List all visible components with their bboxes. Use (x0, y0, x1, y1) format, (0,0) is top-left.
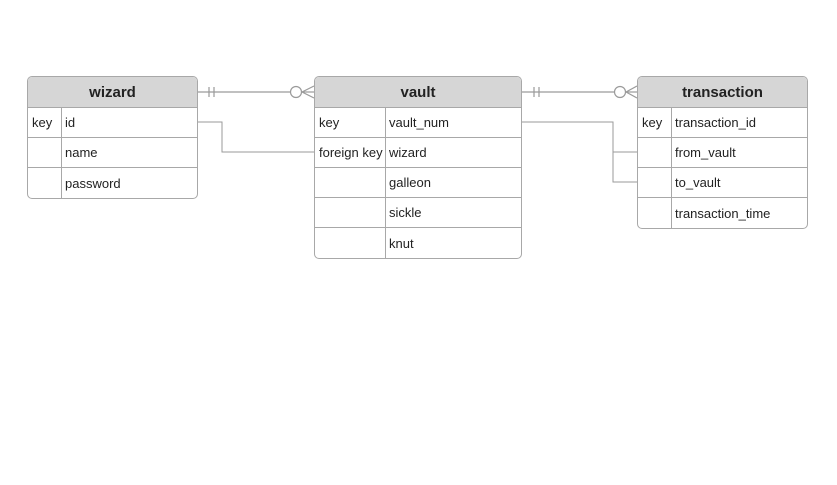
key-cell (28, 138, 62, 167)
key-cell (638, 138, 672, 167)
zero-optional-mark (613, 85, 627, 99)
zero-optional-mark (289, 85, 303, 99)
crow-foot-mark (301, 85, 315, 93)
table-row[interactable]: galleon (315, 168, 521, 198)
table-row[interactable]: from_vault (638, 138, 807, 168)
key-cell: foreign key (315, 138, 386, 167)
table-row[interactable]: to_vault (638, 168, 807, 198)
key-cell: key (28, 108, 62, 137)
key-cell (638, 168, 672, 197)
key-cell (315, 168, 386, 197)
table-row[interactable]: sickle (315, 198, 521, 228)
table-row[interactable]: password (28, 168, 197, 198)
table-row[interactable]: transaction_time (638, 198, 807, 228)
field-cell: wizard (389, 145, 427, 160)
table-row[interactable]: name (28, 138, 197, 168)
key-cell (315, 228, 386, 258)
key-cell (28, 168, 62, 198)
relationship-wizard-vault[interactable] (198, 85, 315, 99)
relationship-vault-transaction[interactable] (521, 85, 638, 99)
entity-transaction[interactable]: transaction key transaction_id from_vaul… (637, 76, 808, 229)
field-link-vault-num-to-from-vault[interactable] (521, 121, 637, 153)
table-row[interactable]: foreign key wizard (315, 138, 521, 168)
field-cell: knut (389, 235, 414, 251)
field-cell: sickle (389, 205, 422, 220)
field-cell: galleon (389, 175, 431, 190)
entity-title: transaction (638, 77, 807, 108)
entity-title: wizard (28, 77, 197, 108)
field-cell: id (65, 115, 76, 130)
entity-wizard[interactable]: wizard key id name password (27, 76, 198, 199)
table-row[interactable]: key id (28, 108, 197, 138)
entity-vault[interactable]: vault key vault_num foreign key wizard g… (314, 76, 522, 259)
field-cell: transaction_id (675, 115, 756, 130)
field-cell: from_vault (675, 145, 736, 160)
field-cell: name (65, 145, 98, 160)
key-cell (638, 198, 672, 228)
field-cell: to_vault (675, 175, 721, 190)
field-link-id-to-wizard[interactable] (198, 121, 314, 153)
key-cell: key (638, 108, 672, 137)
crow-foot-mark (625, 85, 638, 93)
table-row[interactable]: key transaction_id (638, 108, 807, 138)
field-cell: vault_num (389, 115, 449, 130)
entity-title: vault (315, 77, 521, 108)
table-row[interactable]: key vault_num (315, 108, 521, 138)
field-cell: transaction_time (675, 205, 771, 221)
table-row[interactable]: knut (315, 228, 521, 258)
crow-foot-mark (625, 91, 638, 99)
field-link-vault-num-to-to-vault[interactable] (612, 152, 637, 183)
field-cell: password (65, 175, 121, 191)
crow-foot-mark (301, 91, 315, 99)
key-cell (315, 198, 386, 227)
key-cell: key (315, 108, 386, 137)
